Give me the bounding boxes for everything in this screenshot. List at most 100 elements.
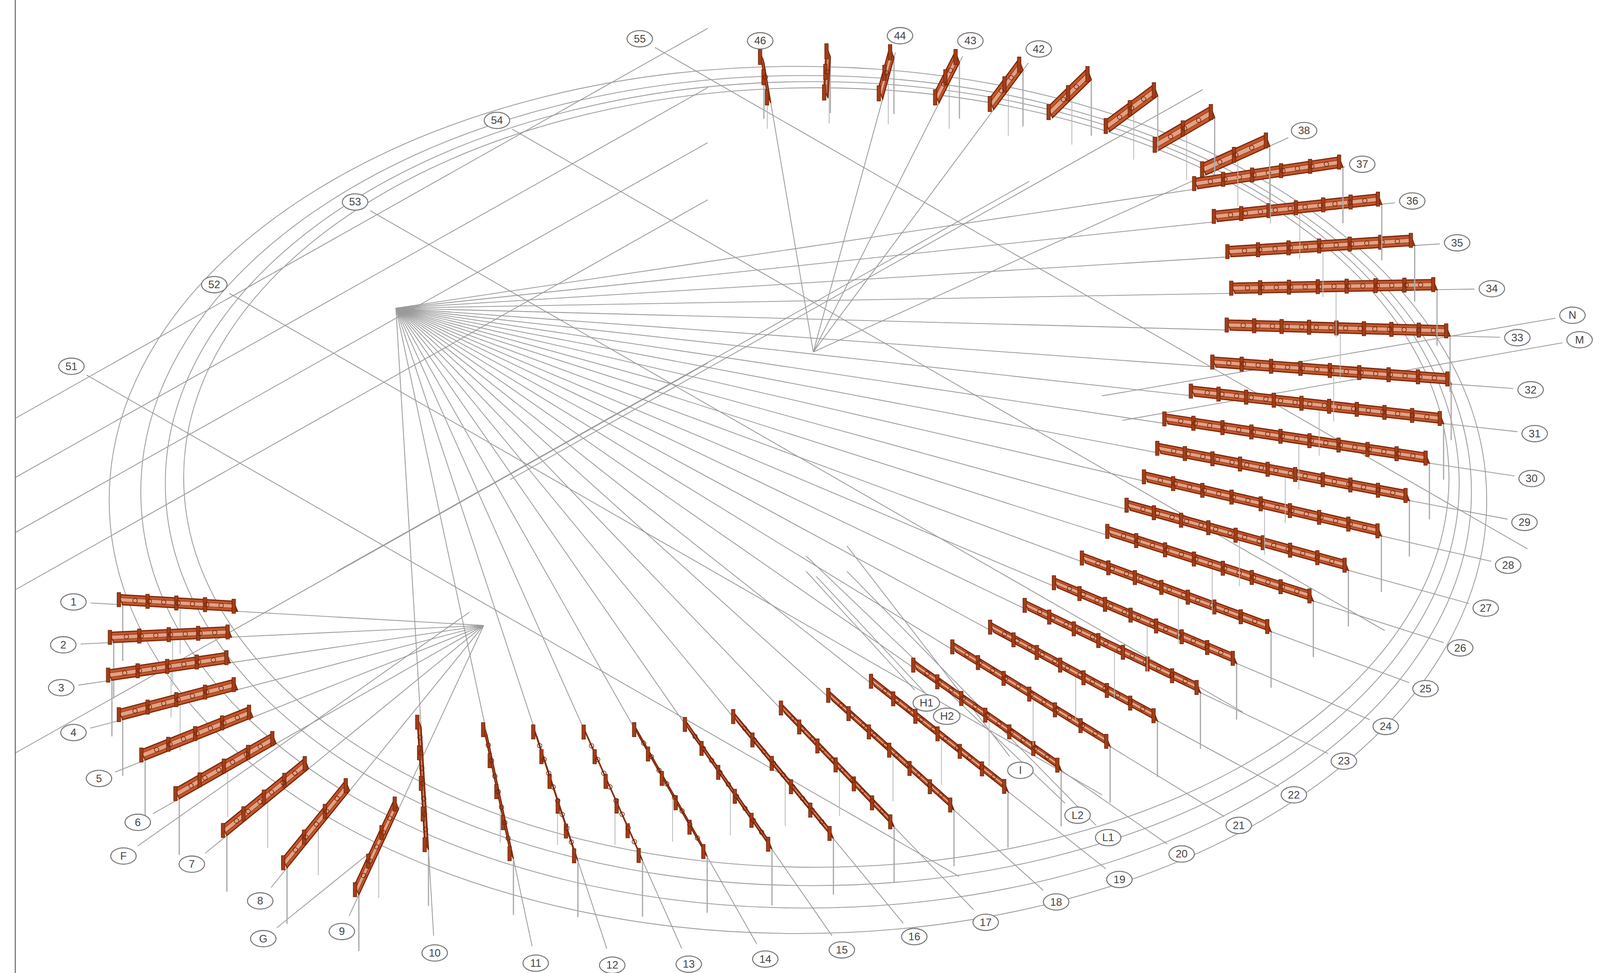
truss-post (421, 807, 425, 822)
truss-opening (1321, 403, 1327, 408)
truss-post (1186, 590, 1190, 605)
truss-post (1357, 365, 1361, 380)
roof-truss (1047, 66, 1092, 145)
truss-opening (1343, 325, 1348, 331)
grid-bubble: 35 (1443, 234, 1471, 252)
truss-opening (422, 811, 427, 817)
truss-opening (1287, 206, 1293, 211)
truss-opening (1149, 621, 1155, 626)
truss-opening (1129, 105, 1134, 111)
truss-post (1365, 442, 1370, 457)
truss-post (1205, 640, 1210, 655)
truss-post (789, 779, 793, 794)
truss-post (166, 627, 171, 642)
truss-body (1081, 552, 1272, 632)
truss-opening (1395, 411, 1400, 416)
truss-post (1142, 469, 1146, 484)
truss-opening (1116, 647, 1122, 652)
truss-opening (1041, 699, 1047, 705)
grid-line (395, 308, 1518, 432)
grid-bubble: 8 (247, 892, 274, 910)
truss-opening (1256, 539, 1262, 544)
truss-post (1286, 240, 1291, 256)
truss-opening (641, 741, 646, 746)
truss-post (165, 659, 170, 674)
truss-opening (948, 68, 953, 73)
truss-post (1155, 441, 1160, 456)
truss-opening (1375, 487, 1381, 493)
truss-opening (1152, 582, 1158, 587)
truss-opening (1200, 454, 1206, 459)
truss-opening (423, 827, 428, 832)
truss-opening (882, 688, 888, 694)
truss-opening (1402, 373, 1408, 379)
truss-post (366, 854, 371, 869)
truss-post (888, 44, 892, 61)
truss-post (1279, 579, 1283, 594)
truss-opening (1314, 367, 1320, 372)
truss-opening (502, 820, 507, 825)
truss-opening (861, 722, 866, 728)
truss-post (632, 722, 636, 737)
roof-truss (1162, 411, 1430, 520)
truss-post (281, 855, 286, 870)
truss-post (1007, 724, 1012, 739)
truss-opening (244, 752, 249, 757)
truss-opening (1256, 363, 1261, 368)
truss-post (1023, 598, 1027, 613)
truss-opening (1273, 208, 1278, 213)
truss-post (1096, 633, 1101, 648)
truss-post (1191, 416, 1196, 431)
truss-web (781, 706, 893, 824)
truss-opening (1251, 575, 1256, 580)
truss-post (1159, 580, 1164, 595)
truss-opening (1272, 246, 1278, 252)
truss-opening (997, 721, 1002, 726)
truss-opening (1255, 323, 1260, 329)
truss-post (1233, 528, 1238, 543)
truss-post (988, 620, 992, 635)
truss-opening (1186, 451, 1191, 457)
truss-opening (212, 630, 217, 635)
truss-opening (1329, 368, 1334, 373)
truss-opening (1204, 644, 1210, 650)
truss-opening (137, 668, 142, 673)
column (953, 810, 955, 867)
truss-post (108, 630, 112, 645)
truss-post (750, 732, 755, 747)
grid-bubble: 7 (178, 855, 205, 874)
truss-post (1162, 411, 1167, 426)
truss-opening (1294, 589, 1299, 594)
grid-bubble: H1 (912, 694, 941, 712)
column (226, 835, 228, 892)
truss-opening (154, 747, 159, 752)
grid-line (115, 625, 484, 773)
truss-post (581, 725, 586, 740)
truss-opening (1150, 542, 1155, 548)
truss-opening (258, 744, 263, 749)
truss-opening (181, 661, 186, 667)
grid-line (229, 293, 1102, 796)
truss-post (731, 709, 735, 724)
grid-bubble: 46 (746, 32, 774, 50)
truss-opening (726, 782, 731, 787)
truss-opening (1260, 501, 1265, 507)
truss-opening (840, 768, 845, 773)
truss-post (716, 765, 720, 780)
truss-post (1152, 137, 1157, 153)
truss-post (1342, 558, 1347, 573)
truss-post (808, 803, 812, 818)
truss-post (1192, 552, 1196, 567)
truss-opening (190, 693, 195, 699)
truss-opening (1014, 638, 1020, 643)
truss-opening (894, 753, 899, 758)
stadium-ring (165, 81, 1460, 886)
column (1312, 601, 1315, 658)
truss-opening (1302, 204, 1308, 209)
truss-opening (1273, 468, 1279, 473)
truss-opening (1387, 372, 1393, 377)
grid-bubble: 33 (1503, 328, 1531, 347)
truss-opening (1016, 684, 1021, 689)
truss-web (1055, 580, 1236, 661)
